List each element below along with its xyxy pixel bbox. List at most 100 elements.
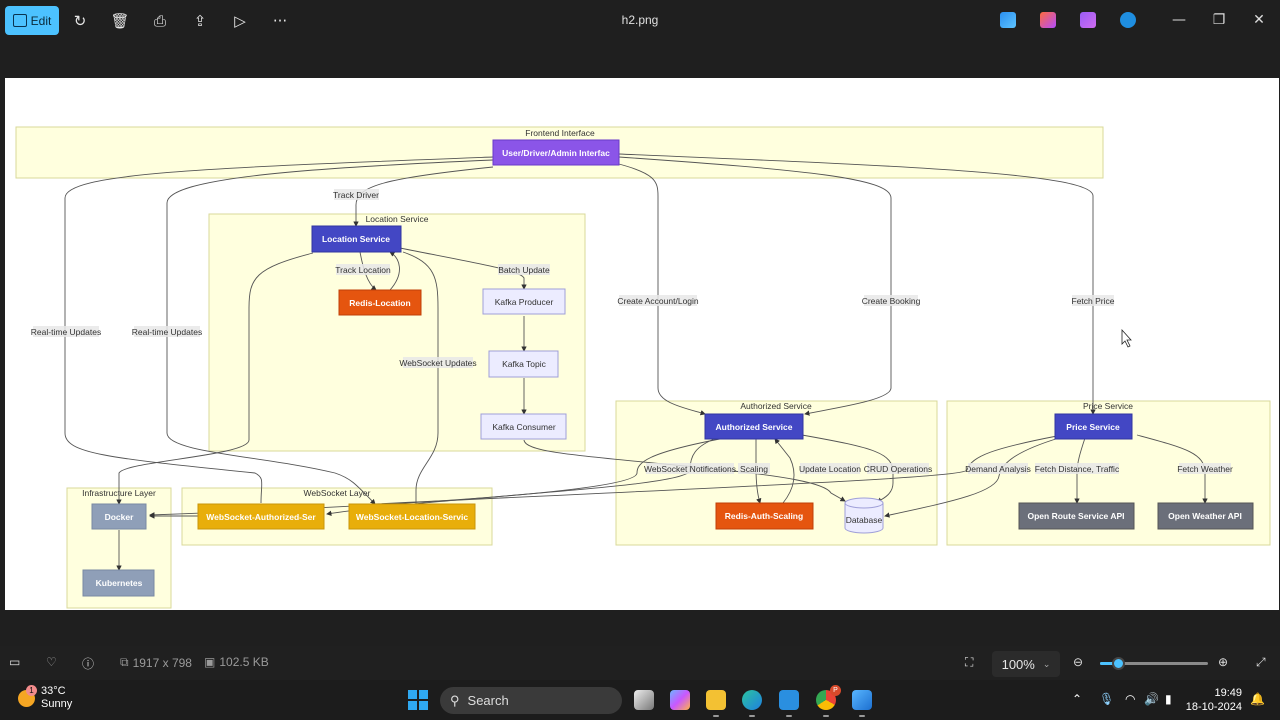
- node-database[interactable]: Database: [844, 497, 884, 534]
- search-label: Search: [467, 693, 509, 708]
- copilot-icon[interactable]: [670, 690, 690, 710]
- node-ws-location[interactable]: WebSocket-Location-Servic: [348, 503, 476, 530]
- node-redis-location[interactable]: Redis-Location: [338, 289, 422, 316]
- rotate-button[interactable]: ↻: [66, 6, 94, 35]
- filmstrip-icon: ▭: [9, 655, 21, 669]
- close-button[interactable]: ✕: [1244, 8, 1274, 32]
- zoom-level-dropdown[interactable]: 100% ⌄: [992, 651, 1060, 677]
- taskbar-search[interactable]: ⚲ Search: [440, 687, 622, 714]
- fullscreen-button[interactable]: ⤢: [1256, 655, 1266, 670]
- edge-loc-docker: [116, 252, 314, 505]
- notifications-bell-icon[interactable]: 🔔: [1250, 692, 1265, 706]
- dimensions-icon: ⧉: [120, 655, 129, 669]
- node-open-route-api[interactable]: Open Route Service API: [1018, 502, 1135, 530]
- node-kafka-consumer[interactable]: Kafka Consumer: [480, 413, 567, 440]
- delete-button[interactable]: 🗑: [106, 6, 134, 35]
- cluster-label: Location Service: [366, 214, 429, 224]
- svg-text:Kafka Consumer: Kafka Consumer: [492, 422, 555, 432]
- edge-label: WebSocket Updates: [399, 358, 476, 368]
- node-redis-auth-scaling[interactable]: Redis-Auth-Scaling: [715, 502, 814, 530]
- zoom-in-button[interactable]: ⊕: [1218, 655, 1228, 669]
- file-explorer-icon[interactable]: [706, 690, 726, 710]
- zoom-slider-thumb[interactable]: [1112, 657, 1126, 670]
- filmstrip-button[interactable]: ▭: [9, 655, 20, 669]
- edge-label: Fetch Weather: [1177, 464, 1233, 474]
- edge-label: Real-time Updates: [31, 327, 101, 337]
- info-button[interactable]: ⓘ: [82, 655, 94, 672]
- svg-text:Location Service: Location Service: [322, 234, 390, 244]
- fit-to-window-button[interactable]: ⛶: [965, 655, 973, 670]
- node-docker[interactable]: Docker: [91, 503, 147, 530]
- print-button[interactable]: ⎙: [146, 6, 174, 35]
- node-kubernetes[interactable]: Kubernetes: [82, 569, 155, 597]
- edge-batch-update: [399, 247, 527, 290]
- svg-text:Database: Database: [846, 515, 883, 525]
- slideshow-button[interactable]: ▷: [226, 6, 254, 35]
- image-canvas[interactable]: Frontend Interface Location Service Auth…: [5, 78, 1279, 610]
- onedrive-icon[interactable]: [1120, 12, 1136, 28]
- edit-image-icon: [12, 14, 27, 27]
- share-button[interactable]: ⇪: [186, 6, 214, 35]
- info-icon: ⓘ: [82, 657, 95, 671]
- edge-fetch-price: [618, 153, 1096, 415]
- minimize-button[interactable]: —: [1164, 8, 1194, 32]
- svg-text:Kubernetes: Kubernetes: [96, 578, 143, 588]
- dimensions: ⧉ 1917 x 798: [120, 655, 192, 670]
- node-price-service[interactable]: Price Service: [1054, 413, 1133, 440]
- edge-demand: [374, 435, 1058, 505]
- node-open-weather-api[interactable]: Open Weather API: [1157, 502, 1254, 530]
- zoom-out-icon: ⊖: [1073, 655, 1084, 669]
- wifi-icon[interactable]: ◠: [1125, 692, 1136, 706]
- architecture-diagram: Frontend Interface Location Service Auth…: [15, 126, 1271, 609]
- clipchamp-icon[interactable]: [1040, 12, 1056, 28]
- chrome-profile-badge: P: [830, 685, 841, 696]
- print-icon: ⎙: [153, 11, 166, 30]
- favorite-button[interactable]: ♡: [46, 655, 57, 669]
- date: 18-10-2024: [1185, 701, 1242, 713]
- clock[interactable]: 19:49 18-10-2024: [1186, 686, 1242, 714]
- rotate-icon: ↻: [73, 11, 87, 30]
- photos-app-icon[interactable]: [852, 690, 872, 710]
- chrome-icon[interactable]: P: [816, 685, 841, 710]
- weather-temp: 33°C: [41, 685, 66, 697]
- battery-icon[interactable]: ▮: [1165, 692, 1172, 706]
- zoom-slider[interactable]: [1100, 657, 1208, 670]
- minimize-icon: —: [1172, 12, 1186, 28]
- edge-track-driver: [353, 166, 494, 227]
- node-kafka-topic[interactable]: Kafka Topic: [488, 350, 559, 378]
- edit-label: Edit: [30, 13, 52, 28]
- node-kafka-producer[interactable]: Kafka Producer: [482, 288, 566, 315]
- edit-button[interactable]: Edit: [5, 6, 59, 35]
- show-hidden-icons-button[interactable]: ⌃: [1072, 692, 1082, 706]
- microphone-icon[interactable]: 🎙: [1099, 692, 1115, 706]
- vscode-icon[interactable]: [779, 690, 799, 710]
- node-ws-authorized[interactable]: WebSocket-Authorized-Ser: [197, 503, 325, 530]
- weather-widget[interactable]: 1 33°C Sunny: [18, 684, 72, 711]
- node-ui[interactable]: User/Driver/Admin Interfac: [492, 139, 620, 166]
- cluster-label: Frontend Interface: [525, 128, 595, 138]
- node-location-service[interactable]: Location Service: [311, 225, 402, 253]
- running-indicator: [749, 715, 755, 717]
- fit-window-icon: ⛶: [965, 655, 974, 669]
- sun-icon: 1: [18, 684, 37, 707]
- start-button[interactable]: [408, 690, 428, 710]
- expand-icon: ⤢: [1256, 655, 1266, 669]
- edge-create-booking: [618, 156, 892, 416]
- edge-label: WebSocket Notifications: [644, 464, 736, 474]
- edge-browser-icon[interactable]: [742, 690, 762, 710]
- volume-icon[interactable]: 🔊: [1144, 692, 1159, 706]
- edge-label: Batch Update: [498, 265, 550, 275]
- chevron-up-icon: ⌃: [1072, 692, 1083, 706]
- edge-label: Real-time Updates: [132, 327, 202, 337]
- more-button[interactable]: ···: [266, 6, 294, 35]
- video-editor-icon[interactable]: [1080, 12, 1096, 28]
- photos-editor-icon[interactable]: [1000, 12, 1016, 28]
- node-authorized-service[interactable]: Authorized Service: [704, 413, 804, 440]
- edge-label: Fetch Distance, Traffic: [1035, 464, 1120, 474]
- edge-price-db: [884, 437, 1060, 518]
- edges: [64, 153, 1208, 571]
- delete-icon: 🗑: [110, 11, 130, 30]
- task-view-icon[interactable]: [634, 690, 654, 710]
- maximize-button[interactable]: ❐: [1204, 8, 1234, 32]
- zoom-out-button[interactable]: ⊖: [1073, 655, 1083, 669]
